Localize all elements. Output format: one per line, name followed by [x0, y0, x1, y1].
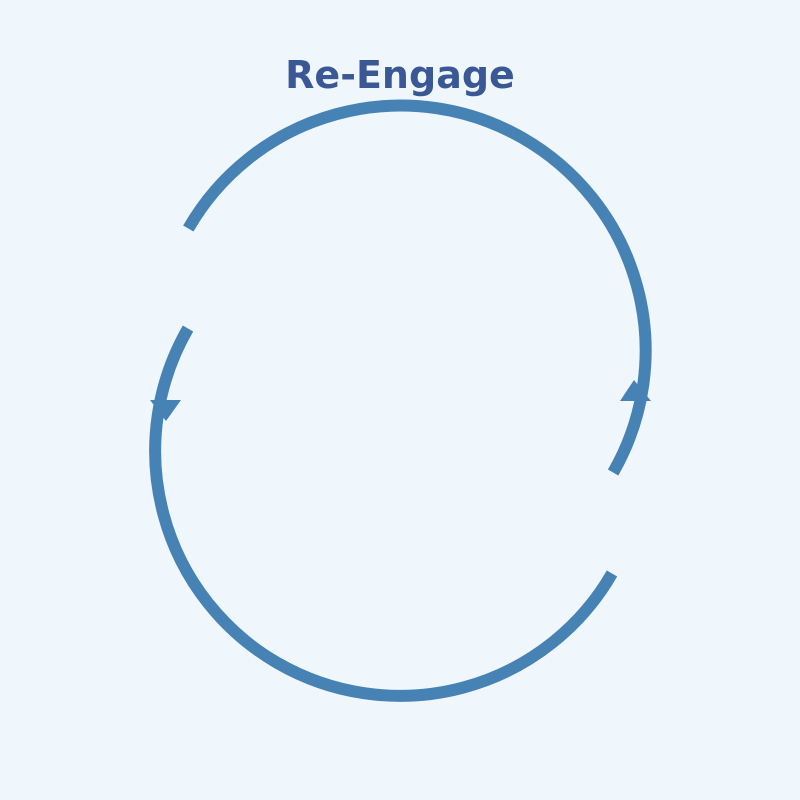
upper-arc	[183, 99, 652, 476]
upper-arrowhead-icon	[620, 380, 651, 401]
lower-arc	[149, 325, 618, 702]
diagram-title: Re-Engage	[285, 53, 515, 97]
lower-arrowhead-icon	[150, 400, 181, 421]
